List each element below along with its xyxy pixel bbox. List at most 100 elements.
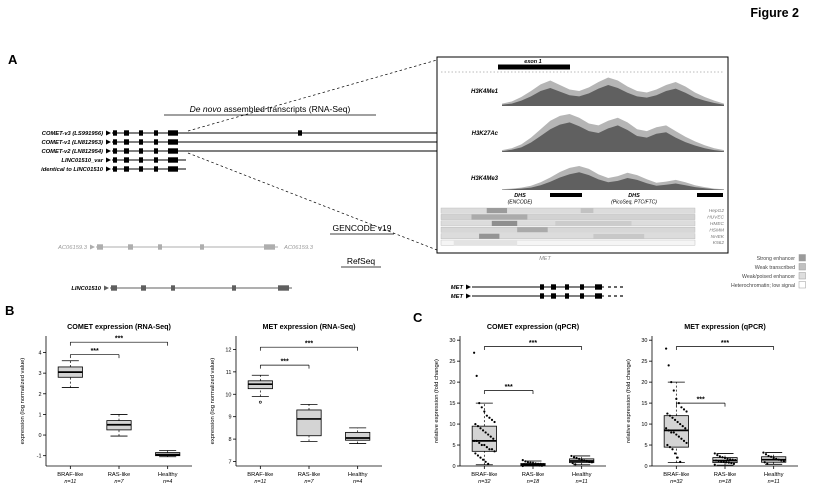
transcription-start-arrow-icon xyxy=(106,139,111,145)
data-point xyxy=(729,458,732,461)
exon-box xyxy=(141,285,146,291)
data-point xyxy=(538,464,541,467)
transcription-start-arrow-icon xyxy=(90,244,95,250)
outlier-point xyxy=(258,400,262,404)
y-tick-label: 30 xyxy=(449,338,455,344)
data-point xyxy=(665,347,668,350)
sample-size-label: n=4 xyxy=(353,479,362,485)
data-point xyxy=(679,460,682,463)
y-tick-label: 7 xyxy=(228,460,231,466)
data-point xyxy=(488,448,491,451)
transcription-start-arrow-icon xyxy=(106,157,111,163)
exon-box xyxy=(595,293,602,299)
continuation-dash xyxy=(620,286,623,288)
boxplot-met-qpcr: MET expression (qPCR)051015202530relativ… xyxy=(626,322,798,485)
exon-box xyxy=(124,130,129,136)
histone-track-label: H3K4Me3 xyxy=(471,176,499,182)
exon-box xyxy=(551,293,556,299)
chipseq-signal-area xyxy=(502,85,724,106)
continuation-dash xyxy=(620,295,623,297)
y-tick-label: 1 xyxy=(38,412,41,418)
y-tick-label: -1 xyxy=(37,454,42,460)
x-category-label: RAS-like xyxy=(714,472,737,478)
exon-box xyxy=(580,284,584,290)
data-point xyxy=(764,453,768,456)
exon-box xyxy=(540,293,544,299)
data-point xyxy=(478,441,481,445)
sample-size-label: n=32 xyxy=(670,479,682,485)
y-tick-label: 5 xyxy=(644,443,647,449)
transcription-start-arrow-icon xyxy=(466,284,471,290)
exon-box xyxy=(124,157,129,163)
y-axis-label: expression (log normalized value) xyxy=(20,358,26,445)
data-point xyxy=(673,418,677,421)
data-point xyxy=(483,410,486,413)
data-point xyxy=(575,456,578,460)
data-point xyxy=(483,443,486,447)
legend-swatch xyxy=(798,263,806,271)
data-point xyxy=(684,427,687,430)
chipseq-signal-area xyxy=(502,172,724,190)
sample-size-label: n=11 xyxy=(254,479,266,485)
legend-label: Strong enhancer xyxy=(757,256,796,262)
data-point xyxy=(767,454,770,458)
exon-box xyxy=(139,139,143,145)
data-point xyxy=(485,446,488,449)
data-point xyxy=(542,463,545,466)
y-tick-label: 5 xyxy=(452,443,455,449)
x-category-label: BRAF-like xyxy=(57,472,83,478)
sample-size-label: n=4 xyxy=(163,479,172,485)
data-point xyxy=(732,462,736,466)
exon-box xyxy=(168,148,178,154)
cell-line-label: K562 xyxy=(713,240,725,246)
data-point xyxy=(490,418,494,421)
histone-track-label: H3K4Me1 xyxy=(471,89,499,95)
y-tick-label: 0 xyxy=(452,464,455,470)
data-point xyxy=(734,459,737,462)
significance-label: *** xyxy=(305,341,313,348)
panel-c-letter: C xyxy=(413,310,423,325)
dhs-label: DHS xyxy=(514,193,526,199)
exon-box xyxy=(540,284,544,290)
sample-size-label: n=11 xyxy=(64,479,76,485)
data-point xyxy=(487,433,490,436)
exon-box xyxy=(139,148,143,154)
cell-line-label: NHEK xyxy=(711,234,725,240)
data-point xyxy=(666,443,669,447)
chromatin-state-segment xyxy=(453,240,518,246)
dhs-peak-bar xyxy=(697,193,723,197)
exon1-bar xyxy=(498,64,570,70)
exon-box xyxy=(124,139,129,145)
y-tick-label: 25 xyxy=(641,359,647,365)
gene-track-label: MET xyxy=(451,285,464,291)
data-point xyxy=(525,463,528,466)
sample-size-label: n=7 xyxy=(304,479,314,485)
gene-track-label: LINC01510_var xyxy=(61,158,103,164)
data-point xyxy=(475,374,478,377)
data-point xyxy=(490,448,494,451)
exon-box xyxy=(232,285,236,291)
significance-label: *** xyxy=(697,397,705,404)
exon-box xyxy=(565,293,569,299)
data-point xyxy=(670,381,673,384)
data-point xyxy=(537,462,540,466)
boxplot-met-rnaseq: MET expression (RNA-Seq)789101112express… xyxy=(210,322,382,485)
exon-box xyxy=(111,285,117,291)
data-point xyxy=(668,414,672,417)
significance-label: *** xyxy=(505,384,513,391)
exon-box xyxy=(171,285,175,291)
data-point xyxy=(473,439,476,442)
data-point xyxy=(574,463,577,466)
zoom-line-bottom xyxy=(187,152,438,251)
gene-track-label: MET xyxy=(451,294,464,300)
data-point xyxy=(590,461,593,464)
data-point xyxy=(479,456,482,459)
exon-box xyxy=(139,166,143,172)
data-point xyxy=(476,454,480,457)
box xyxy=(345,431,371,441)
data-point xyxy=(665,427,668,430)
zoom-wedge xyxy=(187,59,438,251)
chromatin-state-segment xyxy=(593,233,645,239)
data-point xyxy=(681,425,684,428)
